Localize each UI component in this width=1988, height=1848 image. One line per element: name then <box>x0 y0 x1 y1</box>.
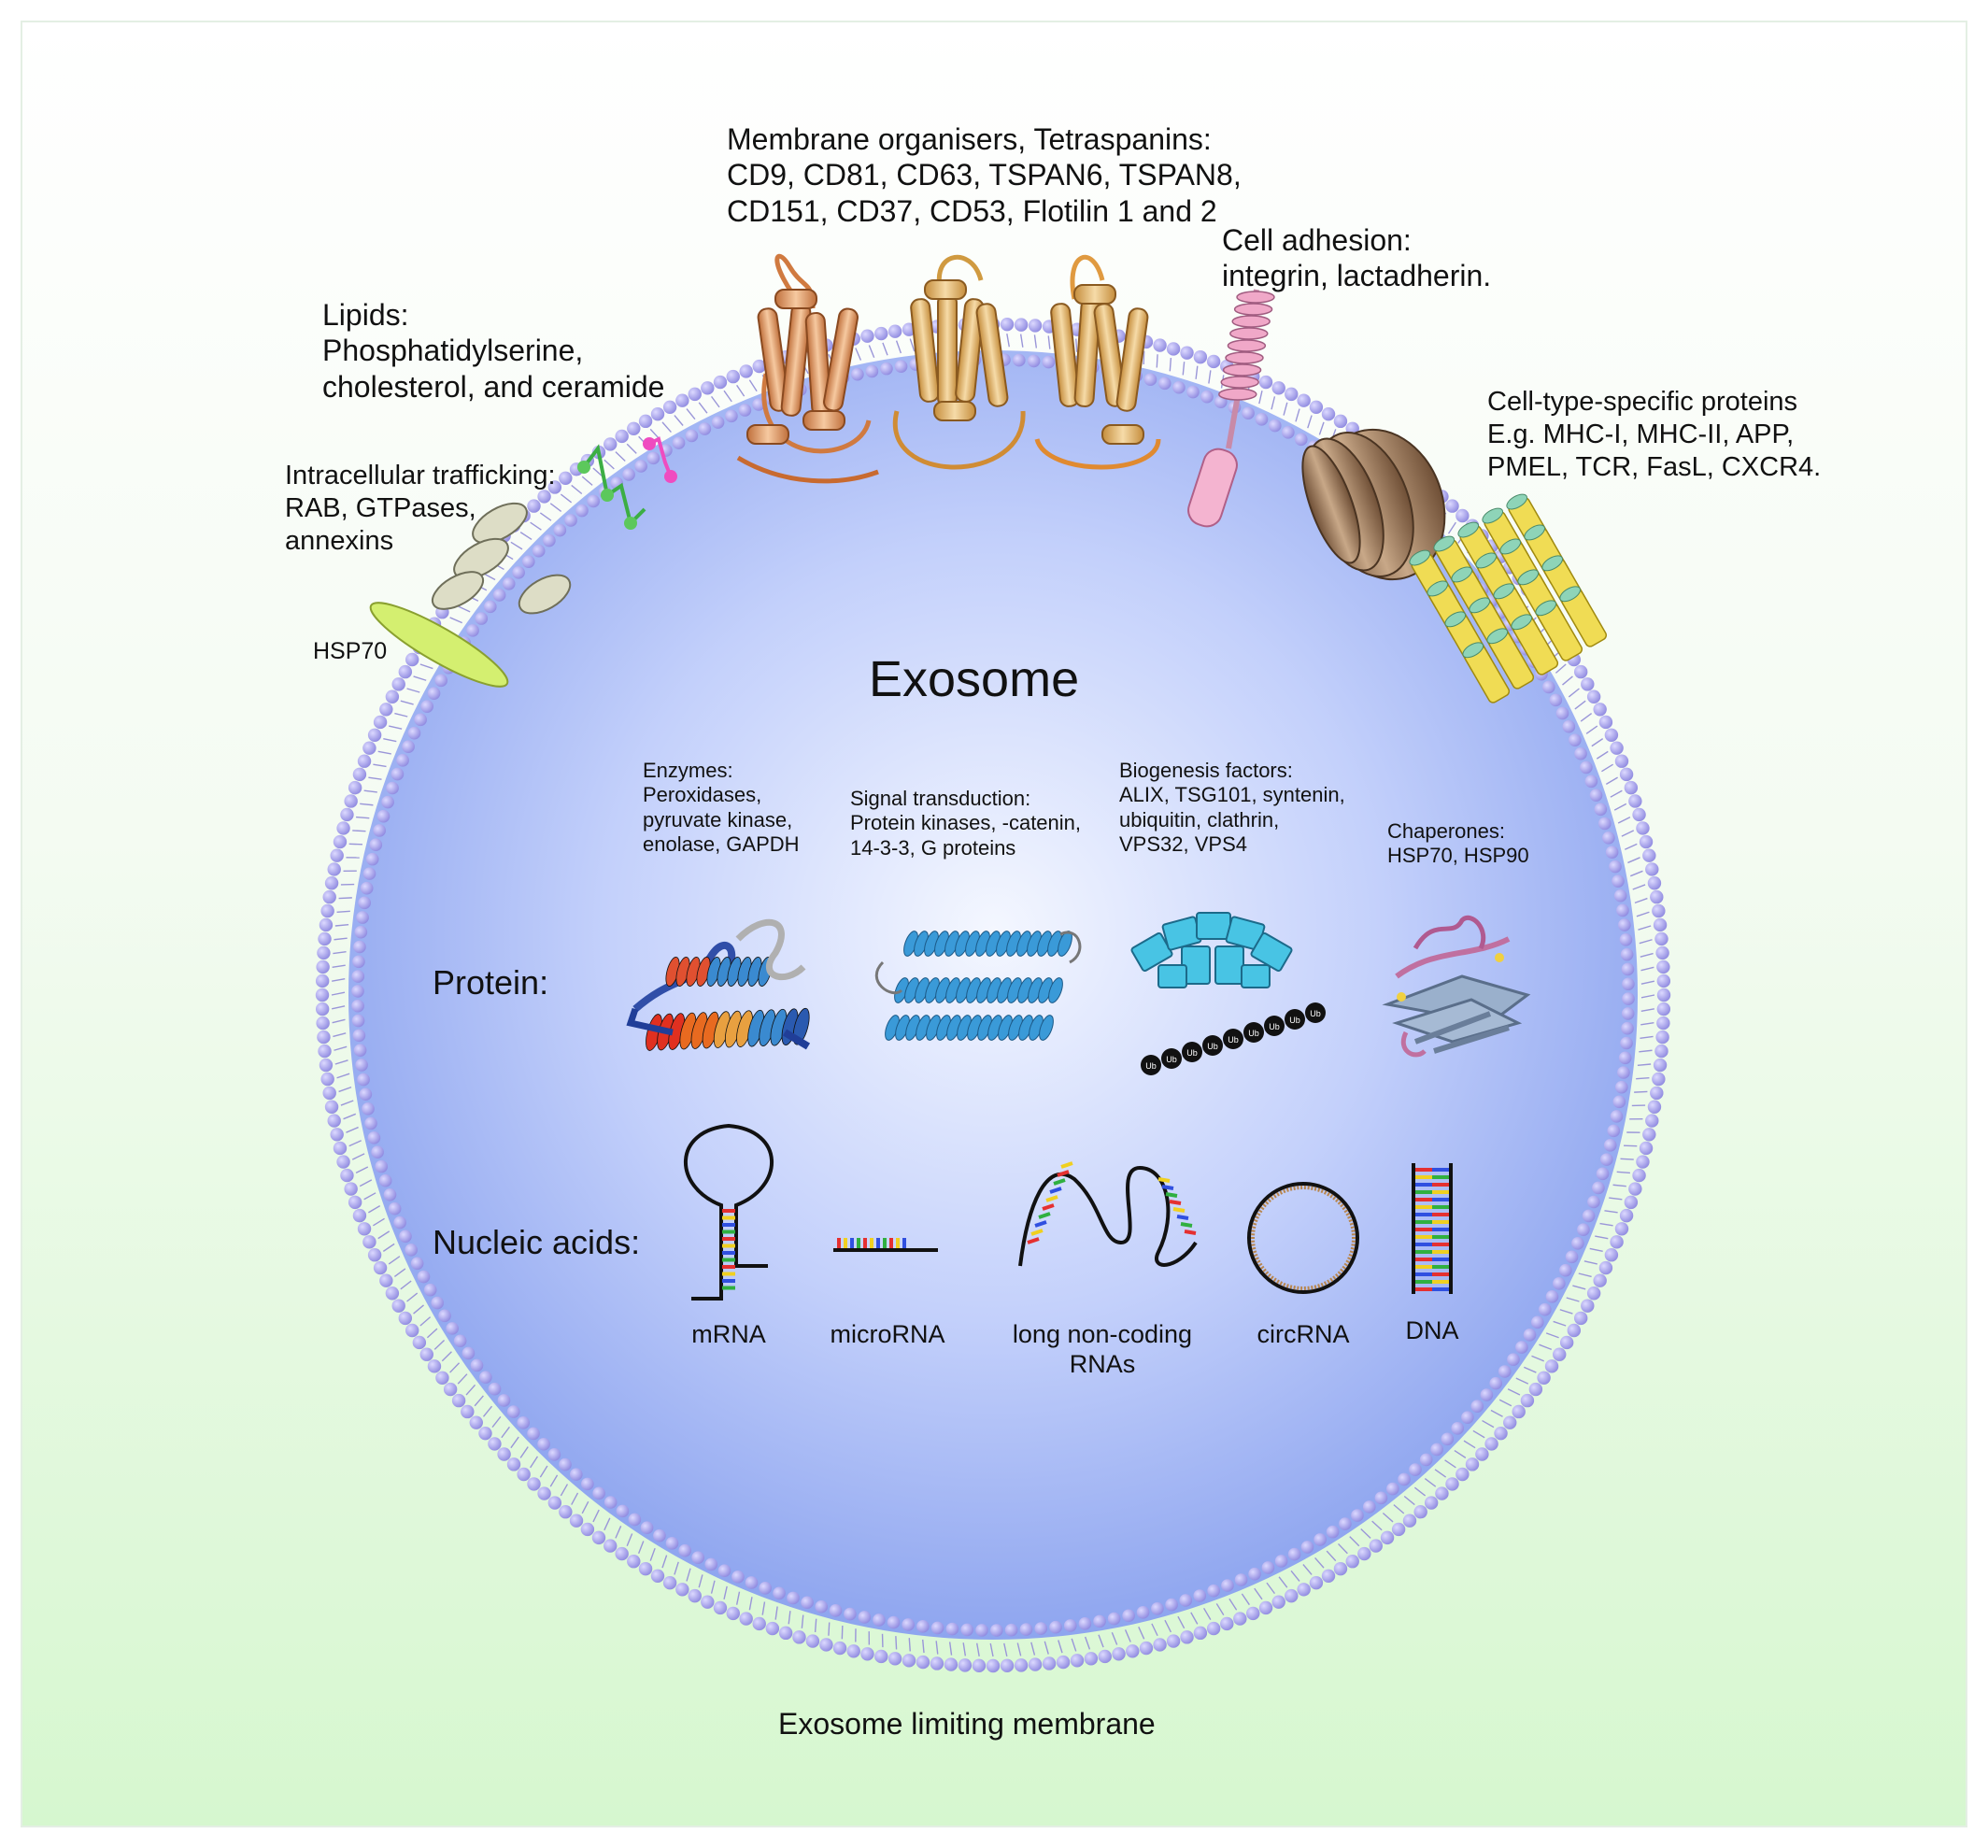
svg-text:Ub: Ub <box>1269 1022 1280 1031</box>
nucleic-acids-heading: Nucleic acids: <box>433 1223 641 1261</box>
svg-text:Ub: Ub <box>1186 1048 1198 1058</box>
hsp70-disk <box>369 602 509 688</box>
svg-text:Ub: Ub <box>1207 1042 1218 1051</box>
hsp70-label: HSP70 <box>313 638 388 664</box>
tetraspanin-protein-1 <box>736 253 879 484</box>
enzyme-structure-icon <box>626 918 811 1051</box>
integrin-protein <box>1187 289 1275 528</box>
signal-transduction-label: Signal transduction: Protein kinases, -c… <box>850 787 1082 860</box>
signal-transduction-structure-icon <box>874 931 1082 1041</box>
svg-text:Ub: Ub <box>1289 1016 1300 1025</box>
annexin-proteins <box>431 502 572 615</box>
membrane-label: Exosome limiting membrane <box>778 1707 1156 1741</box>
mrna-hairpin-icon <box>684 1123 774 1301</box>
svg-text:Ub: Ub <box>1145 1061 1157 1071</box>
tetraspanin-protein-3 <box>1034 254 1161 470</box>
cell-type-protein-complex <box>1409 493 1608 704</box>
cell-type-proteins-label: Cell-type-specific proteins E.g. MHC-I, … <box>1487 387 1822 482</box>
chaperone-structure-icon <box>1382 915 1531 1058</box>
svg-text:Ub: Ub <box>1248 1029 1259 1038</box>
lipids-label: Lipids: Phosphatidylserine, cholesterol,… <box>322 298 665 404</box>
protein-heading: Protein: <box>433 963 549 1002</box>
chaperones-label: Chaperones: HSP70, HSP90 <box>1387 819 1529 868</box>
tetraspanins-label: Membrane organisers, Tetraspanins: CD9, … <box>727 122 1242 228</box>
exosome-title: Exosome <box>869 651 1080 707</box>
enzymes-label: Enzymes: Peroxidases, pyruvate kinase, e… <box>643 759 800 857</box>
svg-text:Ub: Ub <box>1166 1055 1177 1064</box>
dna-label: DNA <box>1405 1316 1459 1344</box>
microrna-icon <box>833 1238 938 1252</box>
lncrna-label: long non-coding RNAs <box>1012 1320 1193 1379</box>
biogenesis-factors-label: Biogenesis factors: ALIX, TSG101, synten… <box>1119 759 1345 857</box>
tetraspanin-protein-2 <box>892 254 1026 470</box>
cell-adhesion-label: Cell adhesion: integrin, lactadherin. <box>1222 223 1492 293</box>
dna-ladder-icon <box>1412 1163 1453 1294</box>
biogenesis-structure-icon <box>1130 912 1293 988</box>
lipid-molecules <box>577 436 677 530</box>
circrna-icon <box>1247 1182 1359 1294</box>
mhc-barrel-protein <box>1301 428 1446 581</box>
svg-text:Ub: Ub <box>1228 1035 1239 1045</box>
lncrna-icon <box>1018 1161 1198 1267</box>
svg-text:Ub: Ub <box>1310 1009 1321 1018</box>
circrna-label: circRNA <box>1257 1320 1350 1348</box>
mrna-label: mRNA <box>691 1320 766 1348</box>
microrna-label: microRNA <box>830 1320 945 1348</box>
trafficking-label: Intracellular trafficking: RAB, GTPases,… <box>285 461 556 556</box>
